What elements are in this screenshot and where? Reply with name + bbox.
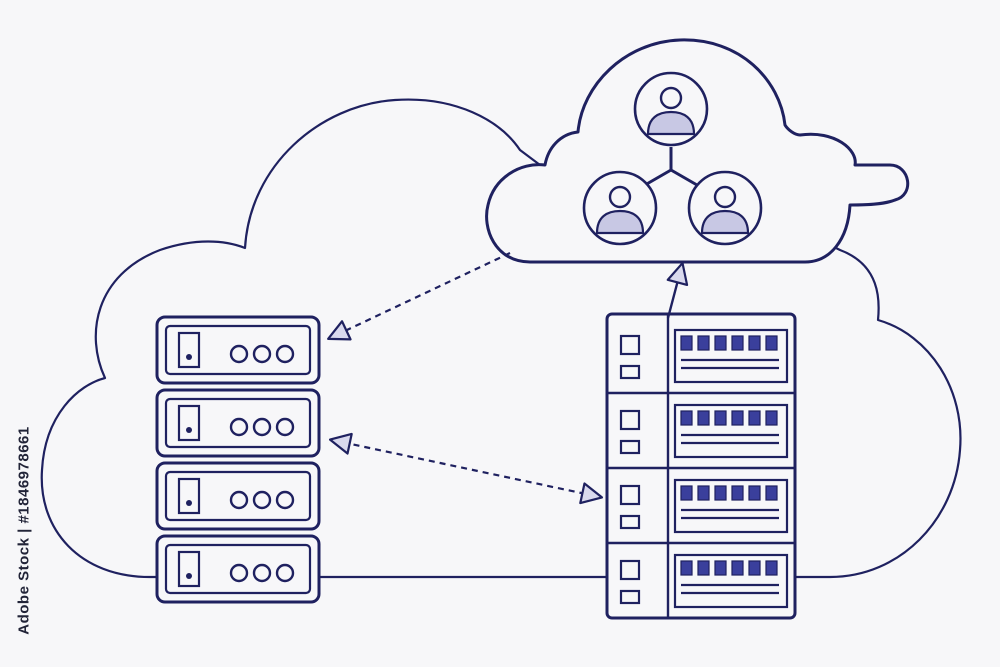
server-unit-panel (164, 470, 312, 522)
port-icon (680, 335, 693, 351)
rack-panel (673, 478, 789, 534)
drive-slot-icon (619, 439, 641, 455)
rack-unit (607, 466, 795, 534)
arrow-cloud-to-left-server (327, 252, 511, 341)
port-icon (680, 485, 693, 501)
drive-slot-icon (619, 409, 641, 431)
indicator-light-icon (229, 490, 249, 510)
user-connections (644, 147, 698, 187)
led-icon (186, 500, 192, 506)
led-icon (186, 427, 192, 433)
port-icon (765, 485, 778, 501)
server-unit (155, 315, 321, 385)
rack-unit (607, 541, 795, 609)
port-icon (765, 410, 778, 426)
indicator-light-icon (275, 344, 295, 364)
port-icon (680, 560, 693, 576)
port-icon (748, 335, 761, 351)
indicator-light-icon (275, 417, 295, 437)
port-icon (714, 485, 727, 501)
user-icon (582, 170, 658, 246)
drive-slot-icon (619, 334, 641, 356)
server-drive-bay (177, 550, 201, 588)
port-icon (697, 560, 710, 576)
indicator-light-icon (275, 490, 295, 510)
port-icon (731, 560, 744, 576)
server-drive-bay (177, 331, 201, 369)
led-icon (186, 354, 192, 360)
server-drive-bay (177, 404, 201, 442)
port-icon (714, 335, 727, 351)
rack-unit (607, 391, 795, 459)
server-drive-bay (177, 477, 201, 515)
indicator-light-icon (275, 563, 295, 583)
server-left (155, 315, 321, 604)
indicator-light-icon (252, 344, 272, 364)
port-icon (731, 335, 744, 351)
indicator-light-icon (252, 490, 272, 510)
server-right (605, 312, 797, 620)
server-unit-panel (164, 324, 312, 376)
port-icon (697, 410, 710, 426)
stock-id-label: Adobe Stock | #1846978661 (14, 420, 34, 640)
server-unit-panel (164, 397, 312, 449)
server-unit-panel (164, 543, 312, 595)
port-icon (731, 485, 744, 501)
rack-panel (673, 553, 789, 609)
led-icon (186, 573, 192, 579)
rack-panel (673, 403, 789, 459)
drive-slot-icon (619, 559, 641, 581)
user-icon (687, 170, 763, 246)
port-icon (731, 410, 744, 426)
indicator-light-icon (229, 563, 249, 583)
port-icon (748, 410, 761, 426)
server-unit (155, 534, 321, 604)
port-icon (748, 485, 761, 501)
port-icon (748, 560, 761, 576)
drive-slot-icon (619, 484, 641, 506)
drive-slot-icon (619, 364, 641, 380)
port-icon (714, 410, 727, 426)
indicator-light-icon (229, 417, 249, 437)
indicator-light-icon (252, 563, 272, 583)
drive-slot-icon (619, 514, 641, 530)
stock-id-text: Adobe Stock | #1846978661 (15, 425, 33, 635)
port-icon (680, 410, 693, 426)
port-icon (765, 560, 778, 576)
arrow-left-right-servers (328, 432, 604, 505)
port-icon (697, 335, 710, 351)
user-icon (633, 71, 709, 147)
rack-panel (673, 328, 789, 384)
arrow-right-server-to-cloud (666, 261, 689, 319)
rack-unit (619, 328, 789, 384)
port-icon (714, 560, 727, 576)
indicator-light-icon (252, 417, 272, 437)
indicator-light-icon (229, 344, 249, 364)
drive-slot-icon (619, 589, 641, 605)
server-unit (155, 461, 321, 531)
port-icon (765, 335, 778, 351)
port-icon (697, 485, 710, 501)
server-unit (155, 388, 321, 458)
